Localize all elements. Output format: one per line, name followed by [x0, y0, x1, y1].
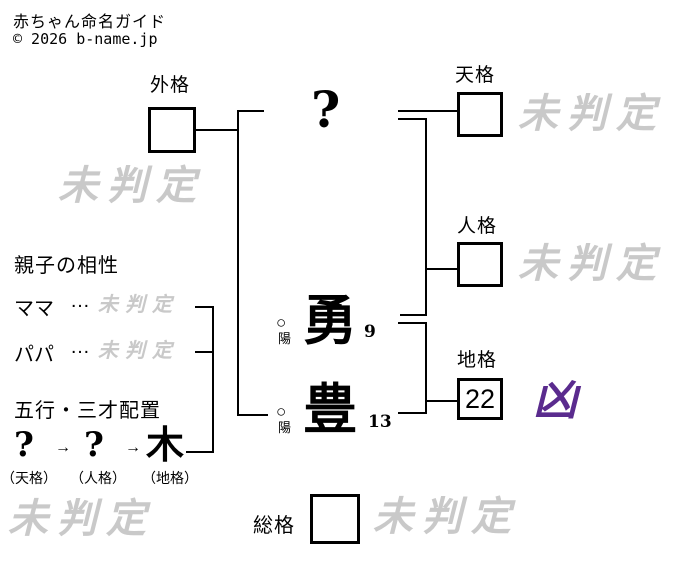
- stroke-count-1: 9: [364, 322, 376, 342]
- gogyo-watermark: 未判定: [8, 495, 155, 542]
- jinkaku-box: [457, 242, 503, 287]
- stroke-count-2: 13: [368, 412, 392, 432]
- chikaku-box: 22: [457, 378, 503, 420]
- outer-bracket-bottom-line: [237, 414, 268, 416]
- surname-placeholder: ?: [311, 80, 341, 139]
- yinyang-symbol-2: ○: [276, 402, 287, 421]
- side-bracket-gogyo-line: [186, 451, 214, 453]
- tenkaku-box: [457, 92, 503, 137]
- given-char-1: 勇: [303, 288, 357, 352]
- chikaku-vertical-line: [425, 322, 427, 414]
- chikaku-top-line: [398, 322, 427, 324]
- given-char-2: 豊: [303, 377, 357, 441]
- side-bracket-vertical-line: [212, 306, 214, 453]
- mama-result-watermark: 未判定: [98, 292, 179, 316]
- papa-dots: …: [70, 336, 90, 358]
- gogyo-arrow-1: →: [55, 439, 71, 456]
- mama-label: ママ: [14, 298, 54, 320]
- mama-dots: …: [70, 290, 90, 312]
- chikaku-result: 凶: [533, 375, 577, 426]
- tenkaku-watermark: 未判定: [518, 90, 665, 137]
- soukaku-label: 総格: [253, 515, 295, 537]
- gogyo-jinkaku-value: ?: [84, 425, 104, 465]
- gogyo-heading: 五行・三才配置: [14, 400, 161, 422]
- jinkaku-watermark: 未判定: [518, 240, 665, 287]
- outer-bracket-top-line: [237, 110, 264, 112]
- site-title: 赤ちゃん命名ガイド: [13, 14, 167, 31]
- gogyo-arrow-2: →: [125, 439, 141, 456]
- gaikaku-watermark: 未判定: [58, 162, 205, 209]
- gogyo-chikaku-value: 木: [146, 422, 185, 467]
- chikaku-value: 22: [464, 383, 496, 414]
- gaikaku-label: 外格: [150, 75, 191, 96]
- gogyo-tenkaku-value: ?: [14, 425, 34, 465]
- chikaku-stub-line: [427, 400, 457, 402]
- tenkaku-label: 天格: [455, 65, 496, 86]
- side-bracket-mama-line: [195, 306, 214, 308]
- tenkaku-connector-line: [398, 110, 457, 112]
- yinyang-label-2: 陽: [278, 420, 292, 435]
- copyright-text: © 2026 b-name.jp: [13, 30, 158, 48]
- compatibility-heading: 親子の相性: [14, 255, 119, 277]
- papa-result-watermark: 未判定: [98, 338, 179, 362]
- gaikaku-box: [148, 107, 196, 153]
- jinkaku-bottom-line: [400, 314, 427, 316]
- yinyang-symbol-1: ○: [276, 313, 287, 332]
- outer-bracket-vertical-line: [237, 110, 239, 416]
- gaikaku-stub-line: [196, 129, 238, 131]
- soukaku-watermark: 未判定: [373, 493, 520, 540]
- papa-label: パパ: [14, 344, 54, 366]
- jinkaku-label: 人格: [457, 216, 498, 237]
- gogyo-tenkaku-caption: （天格）: [1, 470, 57, 486]
- jinkaku-stub-line: [427, 268, 457, 270]
- yinyang-label-1: 陽: [278, 331, 292, 346]
- gogyo-jinkaku-caption: （人格）: [70, 470, 126, 486]
- soukaku-box: [310, 494, 360, 544]
- chikaku-label: 地格: [457, 350, 498, 371]
- jinkaku-vertical-line: [425, 118, 427, 316]
- side-bracket-papa-line: [195, 351, 214, 353]
- gogyo-chikaku-caption: （地格）: [142, 470, 198, 486]
- jinkaku-top-line: [398, 118, 427, 120]
- chikaku-bottom-line: [398, 412, 427, 414]
